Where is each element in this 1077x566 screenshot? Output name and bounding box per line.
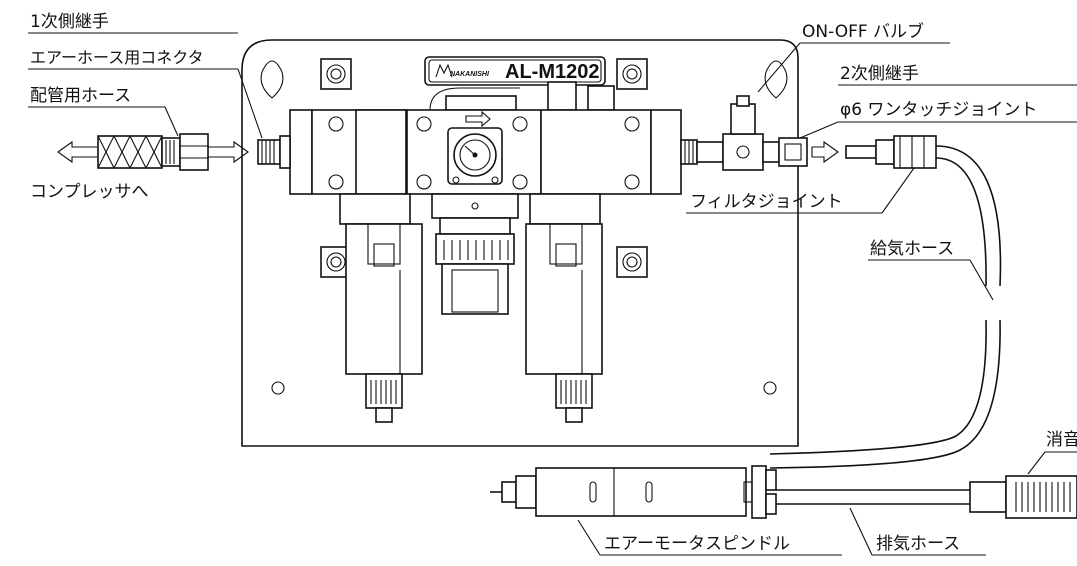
air-motor-spindle [490, 465, 777, 519]
secondary-side [680, 95, 1077, 519]
label-silencer: 消音 [1046, 430, 1077, 450]
label-air-motor-spindle: エアーモータスピンドル [604, 534, 790, 554]
label-supply-hose: 給気ホース [870, 239, 954, 259]
label-primary-joint-line2: エアーホース用コネクタ [30, 48, 204, 67]
label-secondary-joint-line2: φ6 ワンタッチジョイント [840, 100, 1037, 120]
model-name: AL-M1202 [505, 61, 599, 83]
label-to-compressor: コンプレッサへ [30, 182, 149, 202]
mounting-panel [241, 39, 799, 447]
primary-side [57, 133, 291, 171]
filter-regulator-unit [289, 81, 682, 423]
leader-lines [28, 32, 1077, 556]
label-filter-joint: フィルタジョイント [690, 192, 843, 212]
model-plate: NAKANISHI AL-M1202 [424, 56, 606, 86]
label-on-off-valve: ON-OFF バルブ [802, 21, 924, 42]
label-primary-joint-line1: 1次側継手 [30, 12, 109, 32]
brand-text: NAKANISHI [450, 71, 490, 78]
label-secondary-joint-line1: 2次側継手 [840, 64, 919, 84]
label-piping-hose: 配管用ホース [30, 86, 131, 106]
label-exhaust-hose: 排気ホース [876, 534, 960, 554]
